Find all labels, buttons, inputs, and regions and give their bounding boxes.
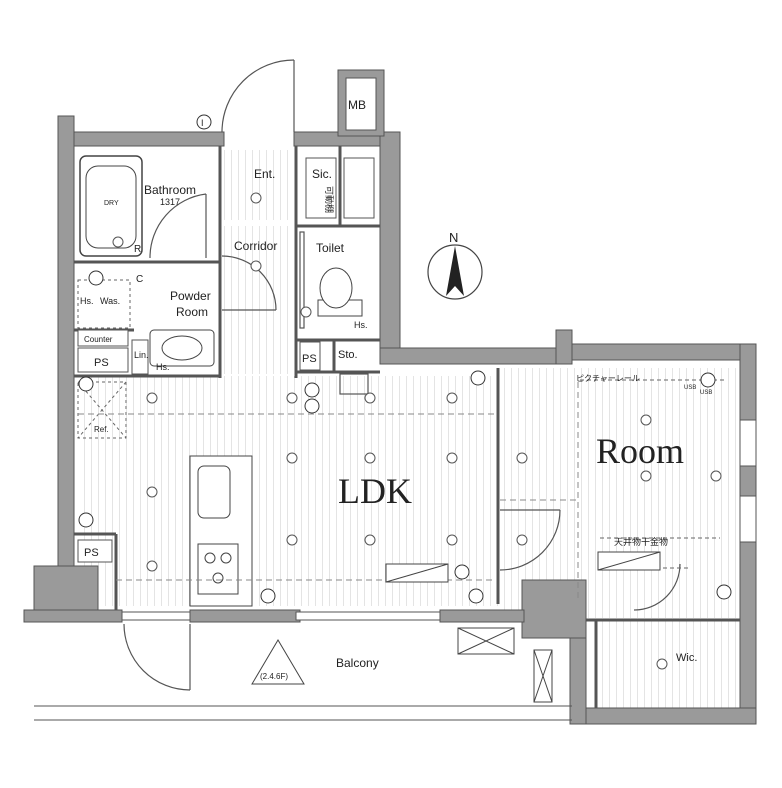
compass (427, 244, 483, 300)
powder-room-label-1: Powder (170, 289, 211, 303)
hatch-markers (385, 551, 661, 703)
ps-bottom-label: PS (84, 547, 99, 559)
picture-rail-label: ピクチャーレール (576, 374, 640, 383)
usb-label-1: USB (684, 385, 696, 391)
vanity-sink (149, 329, 215, 367)
room-label: Room (596, 431, 684, 471)
remote-symbol: R (134, 244, 141, 255)
mb-label: MB (348, 98, 366, 112)
control-symbol: C (136, 274, 143, 285)
windows (121, 419, 757, 621)
washer-label: Was. (100, 296, 120, 306)
bathroom-size-label: 1317 (160, 197, 180, 207)
usb-label-2: USB (700, 390, 712, 396)
corridor-label: Corridor (234, 239, 277, 253)
utility-boxes (77, 157, 375, 563)
beam-lines (78, 382, 579, 600)
balcony-label: Balcony (336, 656, 379, 670)
ceiling-hanger-label: 天井物干金物 (614, 536, 668, 547)
bathtub (79, 155, 143, 257)
outlet-markers (78, 114, 732, 604)
washer-space (77, 279, 131, 329)
adjustable-shelf-label: 可動棚 (324, 186, 335, 213)
balcony-note-marker (251, 639, 305, 685)
ps-top-label: PS (94, 357, 109, 369)
ceiling-lights (112, 192, 722, 670)
powder-room-label-2: Room (176, 305, 208, 319)
hs-left-label: Hs. (80, 296, 94, 306)
dry-label: DRY (104, 200, 119, 207)
entrance-label: Ent. (254, 167, 275, 181)
balcony-rails (34, 705, 572, 721)
kitchen (189, 455, 253, 607)
ps-mid-label: PS (302, 353, 317, 365)
bathroom-label: Bathroom (144, 183, 196, 197)
toilet-fixture (317, 267, 363, 317)
refrigerator-label: Ref. (94, 425, 109, 434)
storage-label: Sto. (338, 349, 358, 361)
compass-north-label: N (449, 230, 458, 245)
floor-note-label: (2.4.6F) (260, 672, 288, 681)
doors (123, 59, 681, 691)
hs-powder-label: Hs. (156, 362, 170, 372)
mb-shaft (345, 77, 377, 131)
ldk-label: LDK (338, 471, 412, 511)
hs-toilet-label: Hs. (354, 320, 368, 330)
toilet-label: Toilet (316, 241, 345, 255)
shoe-closet-label: Sic. (312, 167, 332, 181)
linen-label: Lin. (134, 350, 149, 360)
intercom-symbol: I (201, 118, 204, 128)
wic-label: Wic. (676, 652, 697, 664)
counter-label: Counter (84, 335, 113, 344)
